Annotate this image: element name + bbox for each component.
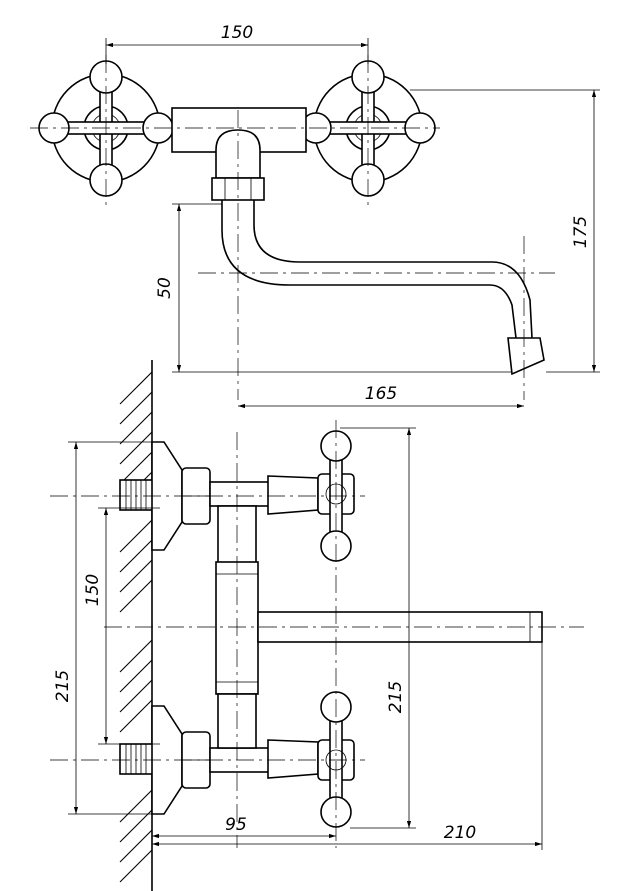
aerator bbox=[507, 337, 545, 376]
dim-side-210: 210 bbox=[444, 823, 476, 843]
spout-inner bbox=[253, 200, 533, 339]
lower-inlet bbox=[119, 693, 319, 815]
spout-outer bbox=[221, 200, 517, 339]
lower-handle-side bbox=[317, 691, 355, 828]
dim-side-215-right: 215 bbox=[386, 681, 406, 713]
dim-side-150: 150 bbox=[83, 574, 103, 606]
dim-side-215-left: 215 bbox=[53, 670, 73, 702]
dim-top-50: 50 bbox=[155, 277, 175, 299]
dim-side-95: 95 bbox=[225, 815, 247, 835]
dim-top-175: 175 bbox=[571, 216, 591, 248]
side-view: 150 215 215 95 210 bbox=[50, 360, 584, 891]
dim-top-165: 165 bbox=[365, 384, 397, 404]
top-view: 150 175 50 165 bbox=[30, 23, 600, 409]
upper-inlet bbox=[119, 441, 319, 567]
dim-top-150: 150 bbox=[221, 23, 253, 43]
